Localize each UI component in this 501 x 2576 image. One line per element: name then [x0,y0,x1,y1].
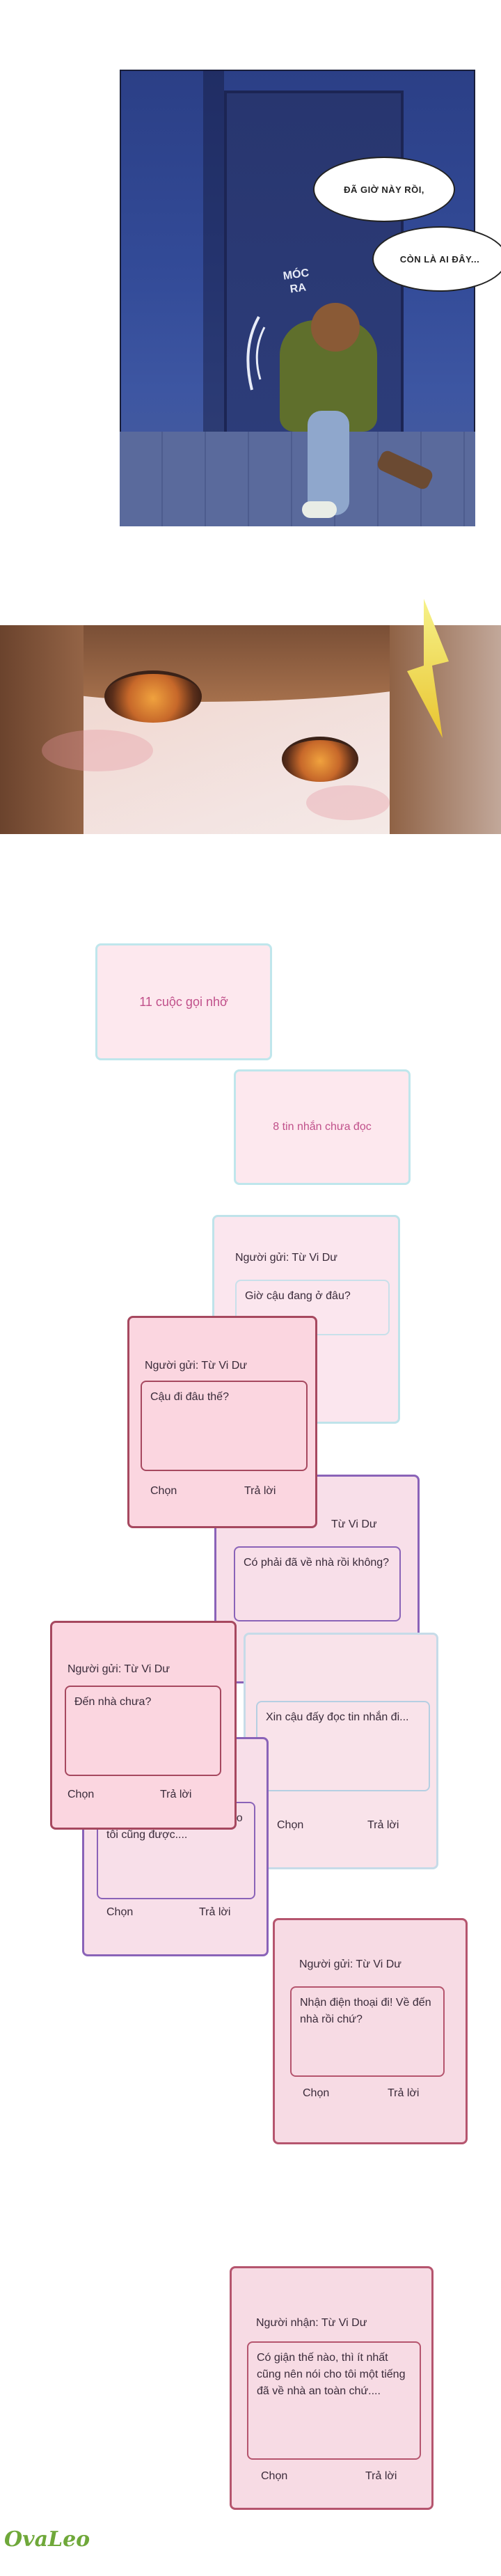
missed-calls-label: 11 cuộc gọi nhỡ [139,994,228,1009]
message-card-4[interactable]: Người gửi: Từ Vi Dư Đến nhà chưa? Chọn T… [50,1621,237,1830]
reply-button[interactable]: Trả lời [365,2470,397,2482]
figure-head [311,303,360,352]
message-body: Có phải đã về nhà rồi không? [234,1546,401,1621]
message-body: Đến nhà chưa? [65,1686,221,1776]
reply-button[interactable]: Trả lời [160,1789,192,1800]
unread-messages-card[interactable]: 8 tin nhắn chưa đọc [234,1069,411,1185]
missed-calls-card[interactable]: 11 cuộc gọi nhỡ [95,943,272,1060]
reply-button[interactable]: Trả lời [244,1485,276,1497]
blush-right [306,785,390,820]
message-card-2[interactable]: Người gửi: Từ Vi Dư Cậu đi đâu thế? Chọn… [127,1316,317,1528]
message-body: Xin cậu đấy đọc tin nhắn đi... [256,1701,430,1791]
message-card-8[interactable]: Người nhận: Từ Vi Dư Có giận thế nào, th… [230,2266,434,2510]
message-body: Có giận thế nào, thì ít nhất cũng nên nó… [247,2341,421,2460]
reply-button[interactable]: Trả lời [367,1819,399,1831]
select-button[interactable]: Chọn [67,1789,95,1800]
message-card-5[interactable]: Xin cậu đấy đọc tin nhắn đi... Chọn Trả … [244,1633,438,1869]
right-eye [282,737,358,782]
message-sender: Từ Vi Dư [331,1518,377,1530]
ovaleo-logo: OvaLeo [4,2527,102,2569]
message-sender: Người gửi: Từ Vi Dư [67,1663,170,1675]
select-button[interactable]: Chọn [106,1906,134,1918]
message-body: Cậu đi đâu thế? [141,1381,308,1471]
speech-bubble-bottom: CÒN LÀ AI ĐÂY... [372,226,501,292]
speech-bubble-top: ĐÃ GIỜ NÀY RỒI, [313,157,455,222]
motion-lines [246,316,266,391]
select-button[interactable]: Chọn [261,2470,288,2482]
message-sender: Người gửi: Từ Vi Dư [145,1360,247,1372]
message-card-7[interactable]: Người gửi: Từ Vi Dư Nhận điện thoại đi! … [273,1918,468,2144]
blush-left [42,730,153,771]
face-closeup-panel [0,625,501,834]
figure-legs [308,411,349,515]
message-body: Nhận điện thoại đi! Về đến nhà rồi chứ? [290,1986,445,2077]
unread-messages-label: 8 tin nhắn chưa đọc [273,1121,372,1133]
select-button[interactable]: Chọn [303,2087,330,2099]
message-sender: Người gửi: Từ Vi Dư [235,1252,337,1264]
message-sender: Người gửi: Từ Vi Dư [299,1958,401,1970]
reply-button[interactable]: Trả lời [388,2087,420,2099]
select-button[interactable]: Chọn [277,1819,304,1831]
message-recipient: Người nhận: Từ Vi Dư [256,2317,367,2329]
hair-left [0,625,84,834]
reply-button[interactable]: Trả lời [199,1906,231,1918]
select-button[interactable]: Chọn [150,1485,177,1497]
left-eye [104,670,202,723]
logo-text: OvaLeo [4,2527,90,2552]
night-door-panel: MÓC RA [120,70,475,526]
sneaker [302,501,337,518]
sfx-text: MÓC RA [282,267,310,296]
